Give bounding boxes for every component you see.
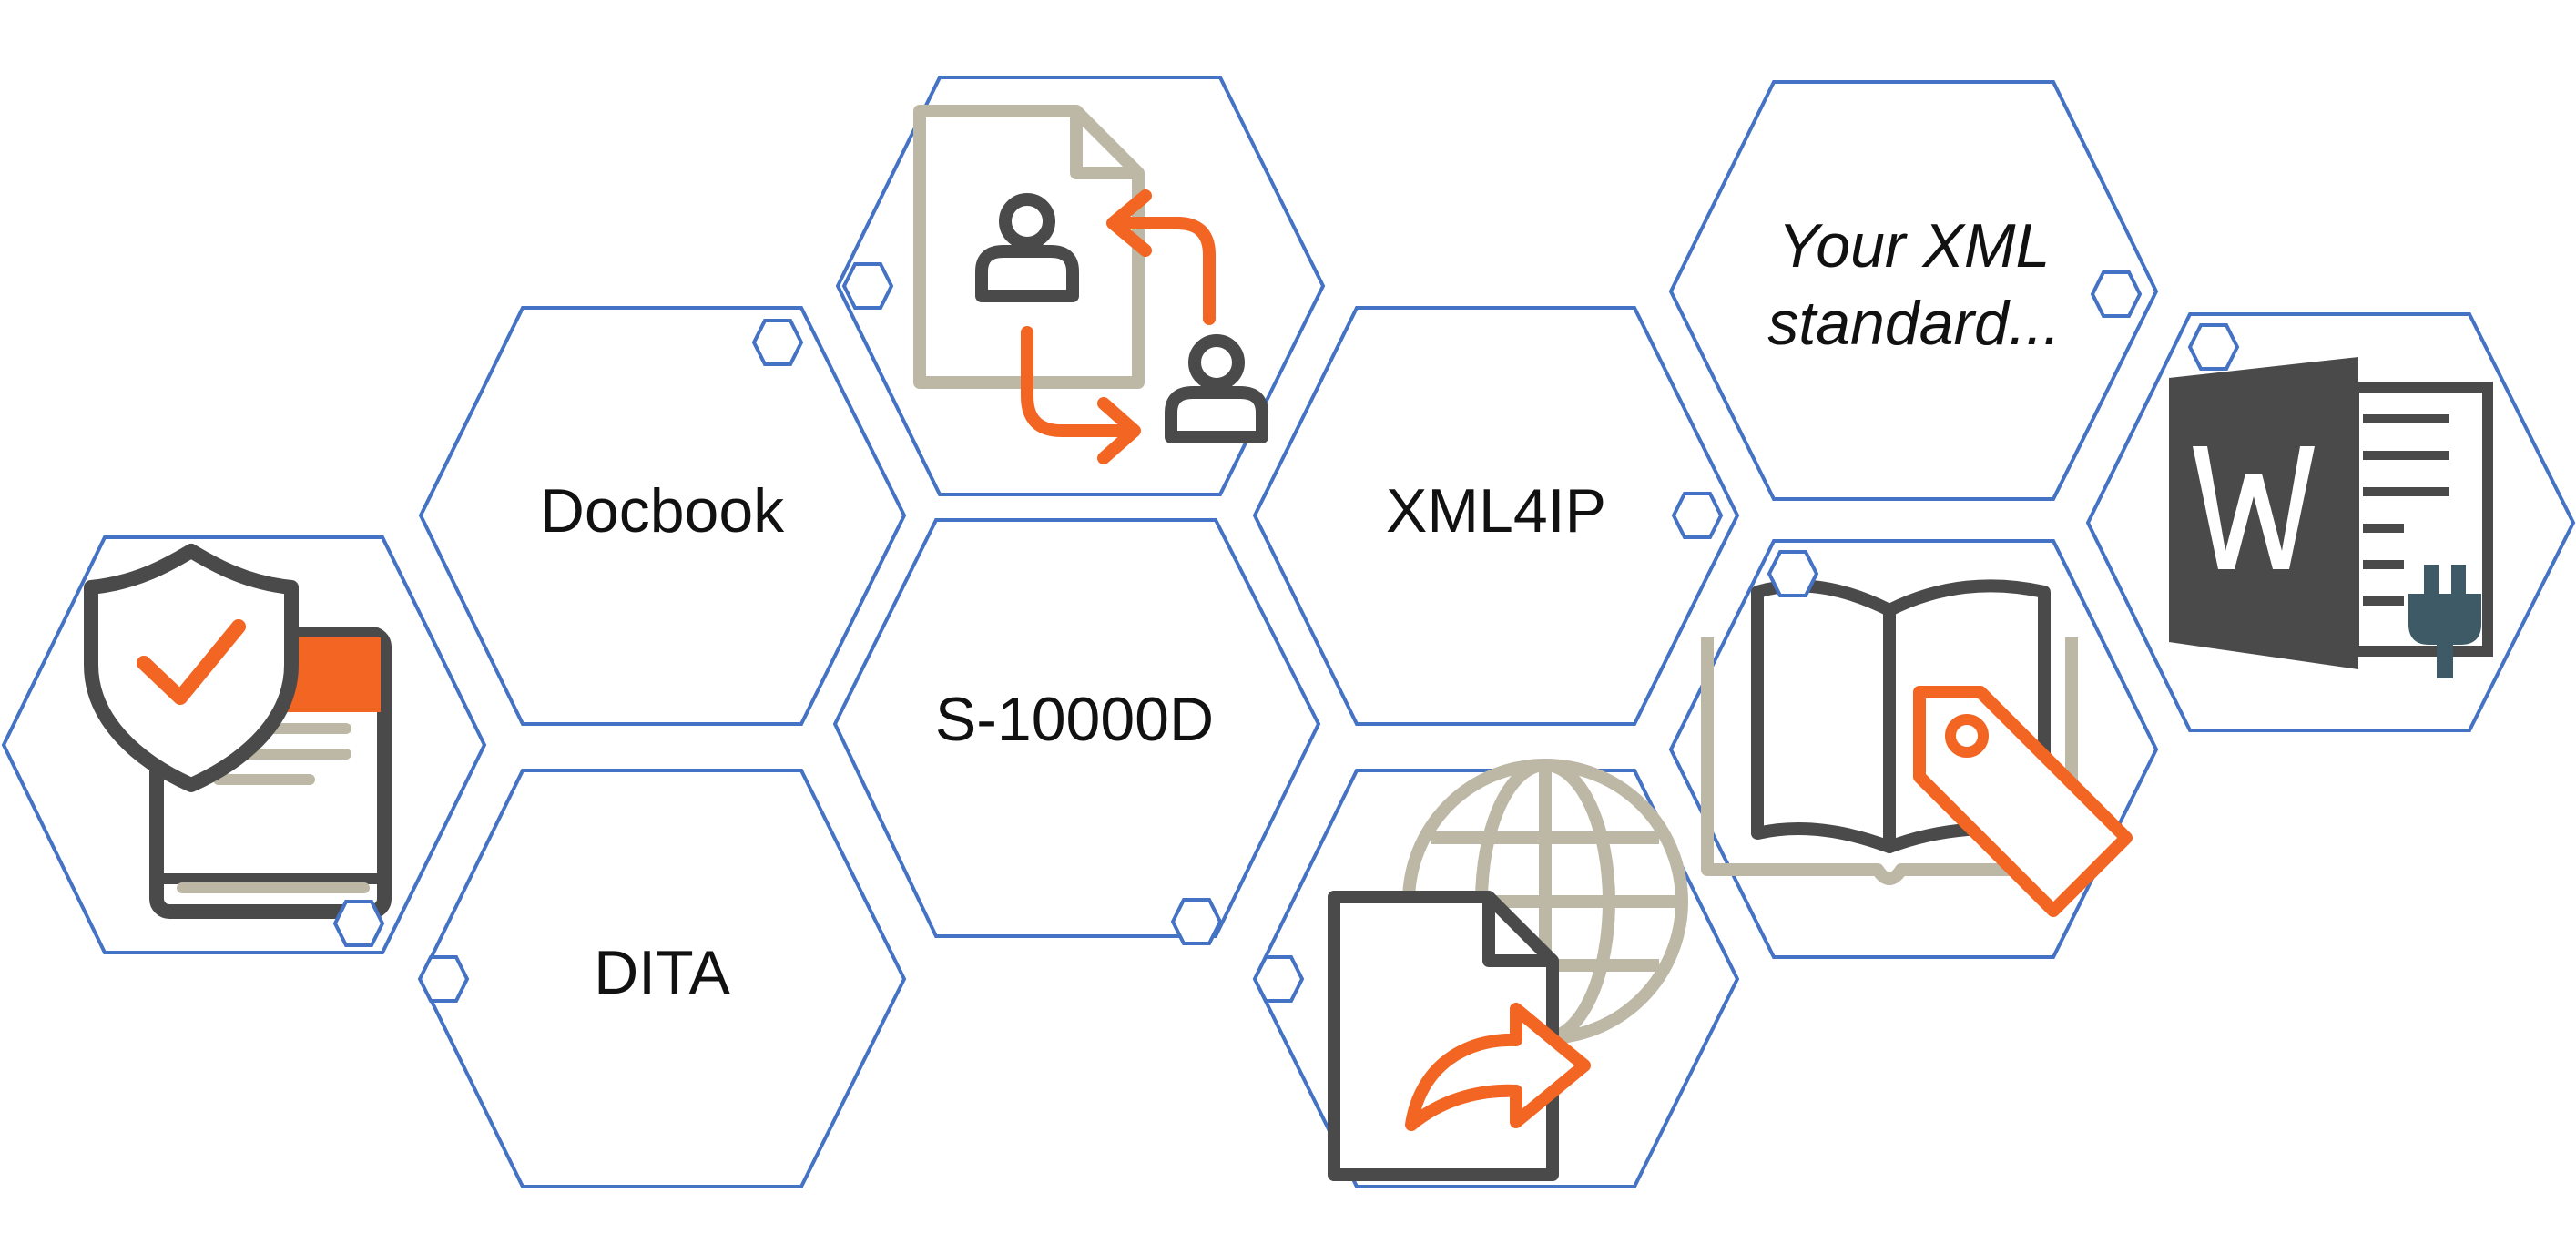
xml4ip-label: XML4IP	[1386, 476, 1606, 545]
hex-outline	[1, 535, 487, 954]
connector-hex	[1671, 492, 1724, 539]
hex-tile-s10000d: S-10000D	[832, 518, 1321, 938]
hex-outline	[1252, 769, 1740, 1188]
globe-share-document-icon	[1328, 759, 1688, 1181]
connector-hexagons	[332, 262, 2240, 1003]
hex-tile-word-plugin	[2085, 312, 2576, 732]
connector-hex	[332, 900, 385, 947]
hex-tile-collaboration	[835, 76, 1326, 496]
your-xml-label-line1: Your XML	[1778, 211, 2051, 280]
hex-outline	[418, 306, 907, 726]
connector-hex	[417, 955, 470, 1003]
hex-tile-globe-share	[1252, 759, 1740, 1188]
hex-tile-your-xml-standard: Your XML standard...	[1668, 80, 2159, 501]
hex-outline	[1668, 539, 2159, 959]
connector-hex	[2187, 323, 2240, 371]
hex-outline	[418, 769, 907, 1188]
hex-outline	[832, 518, 1321, 938]
s10000d-label: S-10000D	[935, 685, 1214, 754]
shield-book-icon	[84, 544, 392, 919]
connector-hex	[2090, 270, 2143, 318]
connector-hex	[841, 262, 894, 310]
your-xml-label-line2: standard...	[1767, 289, 2060, 358]
hex-outline	[1668, 80, 2159, 501]
word-plugin-icon	[2169, 357, 2493, 678]
hex-tile-shield-book	[1, 535, 487, 954]
tagged-book-icon	[1701, 579, 2133, 917]
connector-hex	[1170, 898, 1223, 945]
hex-outline	[1252, 306, 1740, 726]
connector-hex	[1767, 550, 1819, 597]
connector-hex	[751, 319, 804, 366]
hex-outline	[2085, 312, 2576, 732]
docbook-label: Docbook	[540, 476, 785, 545]
hex-tile-tagged-book	[1668, 539, 2159, 959]
dita-label: DITA	[594, 938, 730, 1007]
connector-hex	[1252, 955, 1305, 1003]
hex-tile-xml4ip: XML4IP	[1252, 306, 1740, 726]
document-collaboration-icon	[913, 105, 1268, 464]
hex-tile-dita: DITA	[418, 769, 907, 1188]
hex-outline	[835, 76, 1326, 496]
hex-tile-docbook: Docbook	[418, 306, 907, 726]
